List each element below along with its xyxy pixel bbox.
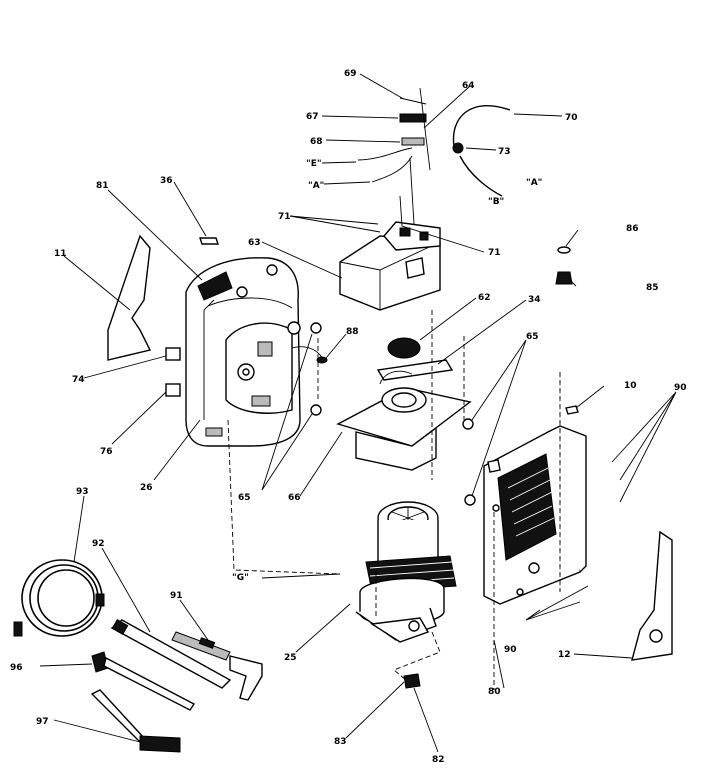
label-92: 92: [92, 539, 105, 549]
motor-assembly: [355, 501, 457, 643]
part-70-hose: [452, 105, 511, 147]
label-73: 73: [498, 147, 511, 157]
label-A-left: "A": [308, 181, 324, 191]
wire-E: [357, 147, 413, 161]
part-63-switch-box: [339, 221, 441, 311]
part-34-gasket: [376, 359, 454, 381]
part-96-nozzle: [91, 651, 196, 711]
label-80: 80: [488, 687, 501, 697]
label-64: 64: [462, 81, 475, 91]
label-91: 91: [170, 591, 183, 601]
label-96: 96: [10, 663, 23, 673]
wire-A: [371, 155, 413, 183]
label-71-left: 71: [278, 212, 291, 222]
part-65-screw: [310, 322, 322, 334]
label-90-top: 90: [674, 383, 687, 393]
label-74: 74: [72, 375, 85, 385]
label-67: 67: [306, 112, 319, 122]
label-12: 12: [558, 650, 571, 660]
label-97: 97: [36, 717, 49, 727]
part-12-side-plate: [631, 530, 673, 661]
alignment-lines: [227, 310, 561, 690]
label-85-top: 85: [646, 283, 659, 293]
part-97-brush: [90, 689, 181, 753]
part-93-coiled-hose: [13, 559, 105, 637]
label-A-right: "A": [526, 178, 542, 188]
label-81: 81: [96, 181, 109, 191]
part-91-trigger-gun: [171, 631, 263, 701]
label-88: 88: [346, 327, 359, 337]
part-85-nut: [555, 271, 573, 285]
label-26: 26: [140, 483, 153, 493]
part-86-washer: [557, 246, 571, 254]
label-36: 36: [160, 176, 173, 186]
label-90-bottom: 90: [504, 645, 517, 655]
part-64-wire: [419, 87, 431, 171]
label-83: 83: [334, 737, 347, 747]
part-68-connector: [401, 137, 425, 146]
label-86: 86: [626, 224, 639, 234]
wire-lead: [409, 157, 415, 225]
label-69: 69: [344, 69, 357, 79]
part-62-filter: [387, 337, 421, 359]
part-66-fan-housing: [336, 370, 472, 471]
label-34: 34: [528, 295, 541, 305]
part-73-nut: [452, 142, 464, 154]
label-82: 82: [432, 755, 445, 765]
label-63: 63: [248, 238, 261, 248]
label-B: "B": [488, 197, 504, 207]
label-93: 93: [76, 487, 89, 497]
part-81-left-housing: [185, 257, 323, 447]
label-65-left: 65: [238, 493, 251, 503]
part-65-screw: [310, 404, 322, 416]
part-70-hose-tail: [459, 155, 503, 197]
label-10: 10: [624, 381, 637, 391]
label-66: 66: [288, 493, 301, 503]
part-74-pad: [165, 347, 181, 361]
label-E: "E": [306, 159, 322, 169]
label-25: 25: [284, 653, 297, 663]
label-70: 70: [565, 113, 578, 123]
part-11-side-plate: [107, 234, 152, 361]
part-88-grommet: [316, 356, 328, 364]
label-65-right: 65: [526, 332, 539, 342]
label-76: 76: [100, 447, 113, 457]
label-71-right: 71: [488, 248, 501, 258]
part-83-nut: [403, 673, 421, 689]
label-62: 62: [478, 293, 491, 303]
label-11: 11: [54, 249, 67, 259]
part-65-screw: [464, 494, 476, 506]
part-10-clip: [565, 405, 579, 415]
part-92-wand: [110, 618, 232, 689]
part-67-connector: [399, 113, 427, 123]
part-65-screw: [462, 418, 474, 430]
part-12-hole: [649, 629, 663, 643]
leader-lines: [39, 73, 677, 753]
part-36-plate: [199, 237, 219, 245]
label-68: 68: [310, 137, 323, 147]
label-G: "G": [232, 573, 249, 583]
part-76-pad: [165, 383, 181, 397]
part-80-right-housing: [483, 425, 587, 605]
